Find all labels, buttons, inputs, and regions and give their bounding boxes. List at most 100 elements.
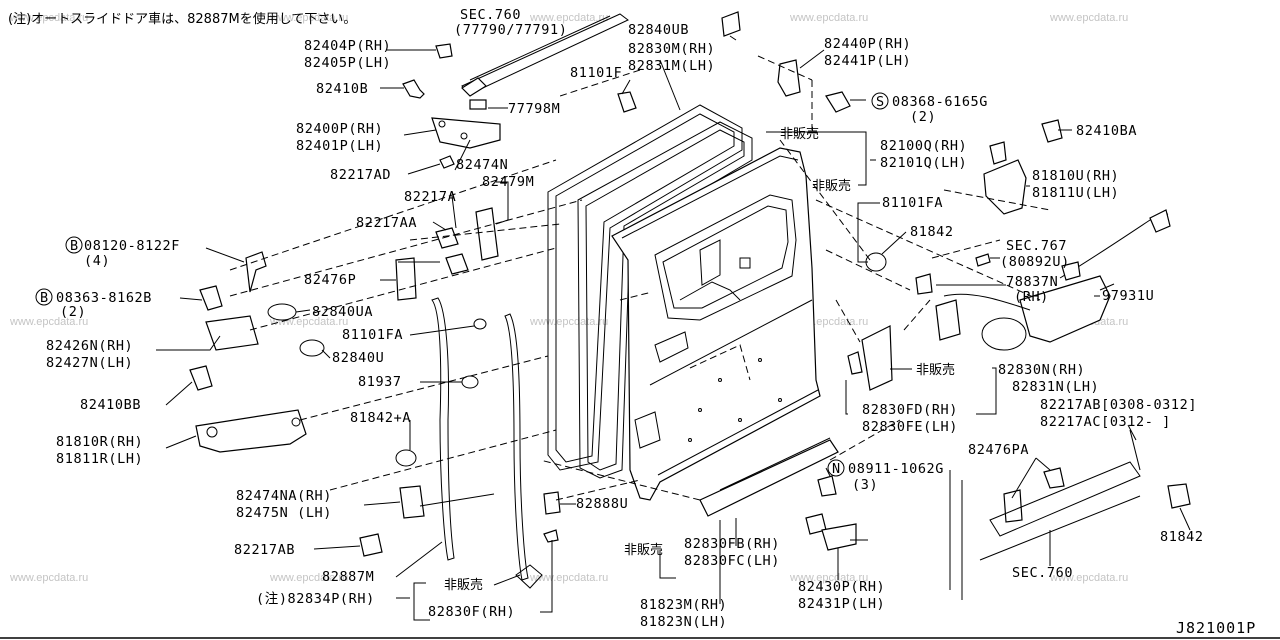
label-82100q: 82100Q(RH) (880, 138, 967, 154)
motor-drawing (935, 209, 1171, 351)
label-77798m: 77798M (508, 101, 560, 117)
label-82479m: 82479M (482, 174, 534, 190)
bolt-drawing (617, 59, 1191, 600)
label-82430p: 82430P(RH) (798, 579, 885, 595)
watermark: www.epcdata.ru (529, 316, 608, 328)
label-82830fd: 82830FD(RH) (862, 402, 958, 418)
label-82840ub: 82840UB (628, 22, 689, 38)
label-82475n: 82475N (LH) (236, 505, 332, 521)
label-82426n: 82426N(RH) (46, 338, 133, 354)
symbol-b-circle (65, 236, 83, 254)
label-81823n: 81823N(LH) (640, 614, 727, 630)
watermark: www.epcdata.ru (9, 316, 88, 328)
label-82476p: 82476P (304, 272, 356, 288)
watermark: www.epcdata.ru (1049, 12, 1128, 24)
watermark: www.epcdata.ru (269, 12, 348, 24)
watermark: www.epcdata.ru (1049, 572, 1128, 584)
label-82831m: 82831M(LH) (628, 58, 715, 74)
symbol-n-circle (827, 459, 845, 477)
label-82830fc: 82830FC(LH) (684, 553, 780, 569)
label-81937: 81937 (358, 374, 402, 390)
label-82830fe: 82830FE(LH) (862, 419, 958, 435)
door-panel-drawing (547, 104, 821, 501)
label-82217a: 82217A (404, 189, 456, 205)
labels: (注)オートスライドドア車は、82887Mを使用して下さい。 SEC.760 (… (8, 7, 1256, 637)
label-82834p: (注)82834P(RH) (256, 591, 375, 607)
label-82887m: 82887M (322, 569, 374, 585)
watermark: www.epcdata.ru (529, 12, 608, 24)
label-82840ua: 82840UA (312, 304, 373, 320)
watermark: www.epcdata.ru (9, 12, 88, 24)
label-08363: 08363-8162B (56, 290, 152, 306)
label-82830f: 82830F(RH) (428, 604, 515, 620)
label-sym-b: B (70, 238, 79, 254)
label-82830n: 82830N(RH) (998, 362, 1085, 378)
label-08368: 08368-6165G (892, 94, 988, 110)
leader-lines (156, 35, 1191, 621)
symbol-s-circle (871, 92, 889, 110)
label-81810r: 81810R(RH) (56, 434, 143, 450)
label-hanbai-5: 非販売 (444, 577, 483, 593)
diagram-reference: J821001P (1176, 619, 1256, 637)
label-08363-qty: (2) (60, 304, 86, 320)
watermark: www.epcdata.ru (789, 12, 868, 24)
symbol-b-circle (35, 288, 53, 306)
label-08120-qty: (4) (84, 253, 110, 269)
label-08120: 08120-8122F (84, 238, 180, 254)
label-82401p: 82401P(LH) (296, 138, 383, 154)
label-82830fb: 82830FB(RH) (684, 536, 780, 552)
label-82404p: 82404P(RH) (304, 38, 391, 54)
rail-drawing (461, 11, 741, 110)
label-82217aa: 82217AA (356, 215, 417, 231)
label-sym-b: B (40, 290, 49, 306)
label-sec760-top-sub: (77790/77791) (454, 22, 567, 38)
label-hanbai-1: 非販売 (780, 126, 819, 142)
label-08368-qty: (2) (910, 109, 936, 125)
label-82830m: 82830M(RH) (628, 41, 715, 57)
label-82217ab-r: 82217AB[0308-0312] (1040, 397, 1197, 413)
label-hanbai-3: 非販売 (916, 362, 955, 378)
dashed-guides (229, 55, 1051, 501)
label-81101fa-l: 81101FA (342, 327, 403, 343)
label-81811r: 81811R(LH) (56, 451, 143, 467)
note-top: (注)オートスライドドア車は、82887Mを使用して下さい。 (8, 11, 356, 27)
weatherstrip-drawing (431, 297, 543, 589)
label-81842a: 81842+A (350, 410, 411, 426)
label-81823m: 81823M(RH) (640, 597, 727, 613)
label-82831n: 82831N(LH) (1012, 379, 1099, 395)
label-82217ac: 82217AC[0312- ] (1040, 414, 1171, 430)
label-82440p: 82440P(RH) (824, 36, 911, 52)
label-82840u: 82840U (332, 350, 384, 366)
label-82410ba: 82410BA (1076, 123, 1137, 139)
hinge-drawing (189, 43, 561, 557)
label-sec760-bottom: SEC.760 (1012, 565, 1073, 581)
label-82405p: 82405P(LH) (304, 55, 391, 71)
label-82441p: 82441P(LH) (824, 53, 911, 69)
label-82476pa: 82476PA (968, 442, 1029, 458)
label-82217ab-l: 82217AB (234, 542, 295, 558)
label-81811u: 81811U(LH) (1032, 185, 1119, 201)
label-82431p: 82431P(LH) (798, 596, 885, 612)
label-82101q: 82101Q(LH) (880, 155, 967, 171)
label-sec767-sub: (80892U) (1000, 254, 1070, 270)
label-sym-s: S (876, 94, 885, 110)
label-78837n-rh: (RH) (1014, 289, 1049, 305)
label-81842-r: 81842 (910, 224, 954, 240)
label-08911-qty: (3) (852, 477, 878, 493)
label-82410b: 82410B (316, 81, 368, 97)
watermark: www.epcdata.ru (9, 572, 88, 584)
watermark: www.epcdata.ru (529, 572, 608, 584)
watermark: www.epcdata.ru (789, 572, 868, 584)
label-82400p: 82400P(RH) (296, 121, 383, 137)
label-82427n: 82427N(LH) (46, 355, 133, 371)
hinge-drawing (983, 141, 1027, 215)
label-81810u: 81810U(RH) (1032, 168, 1119, 184)
label-82217ad: 82217AD (330, 167, 391, 183)
label-sec760-top: SEC.760 (460, 7, 521, 23)
label-82474n: 82474N (456, 157, 508, 173)
label-hanbai-2: 非販売 (812, 178, 851, 194)
label-sym-n: N (832, 461, 841, 477)
label-82410bb: 82410BB (80, 397, 141, 413)
watermark: www.epcdata.ru (269, 572, 348, 584)
